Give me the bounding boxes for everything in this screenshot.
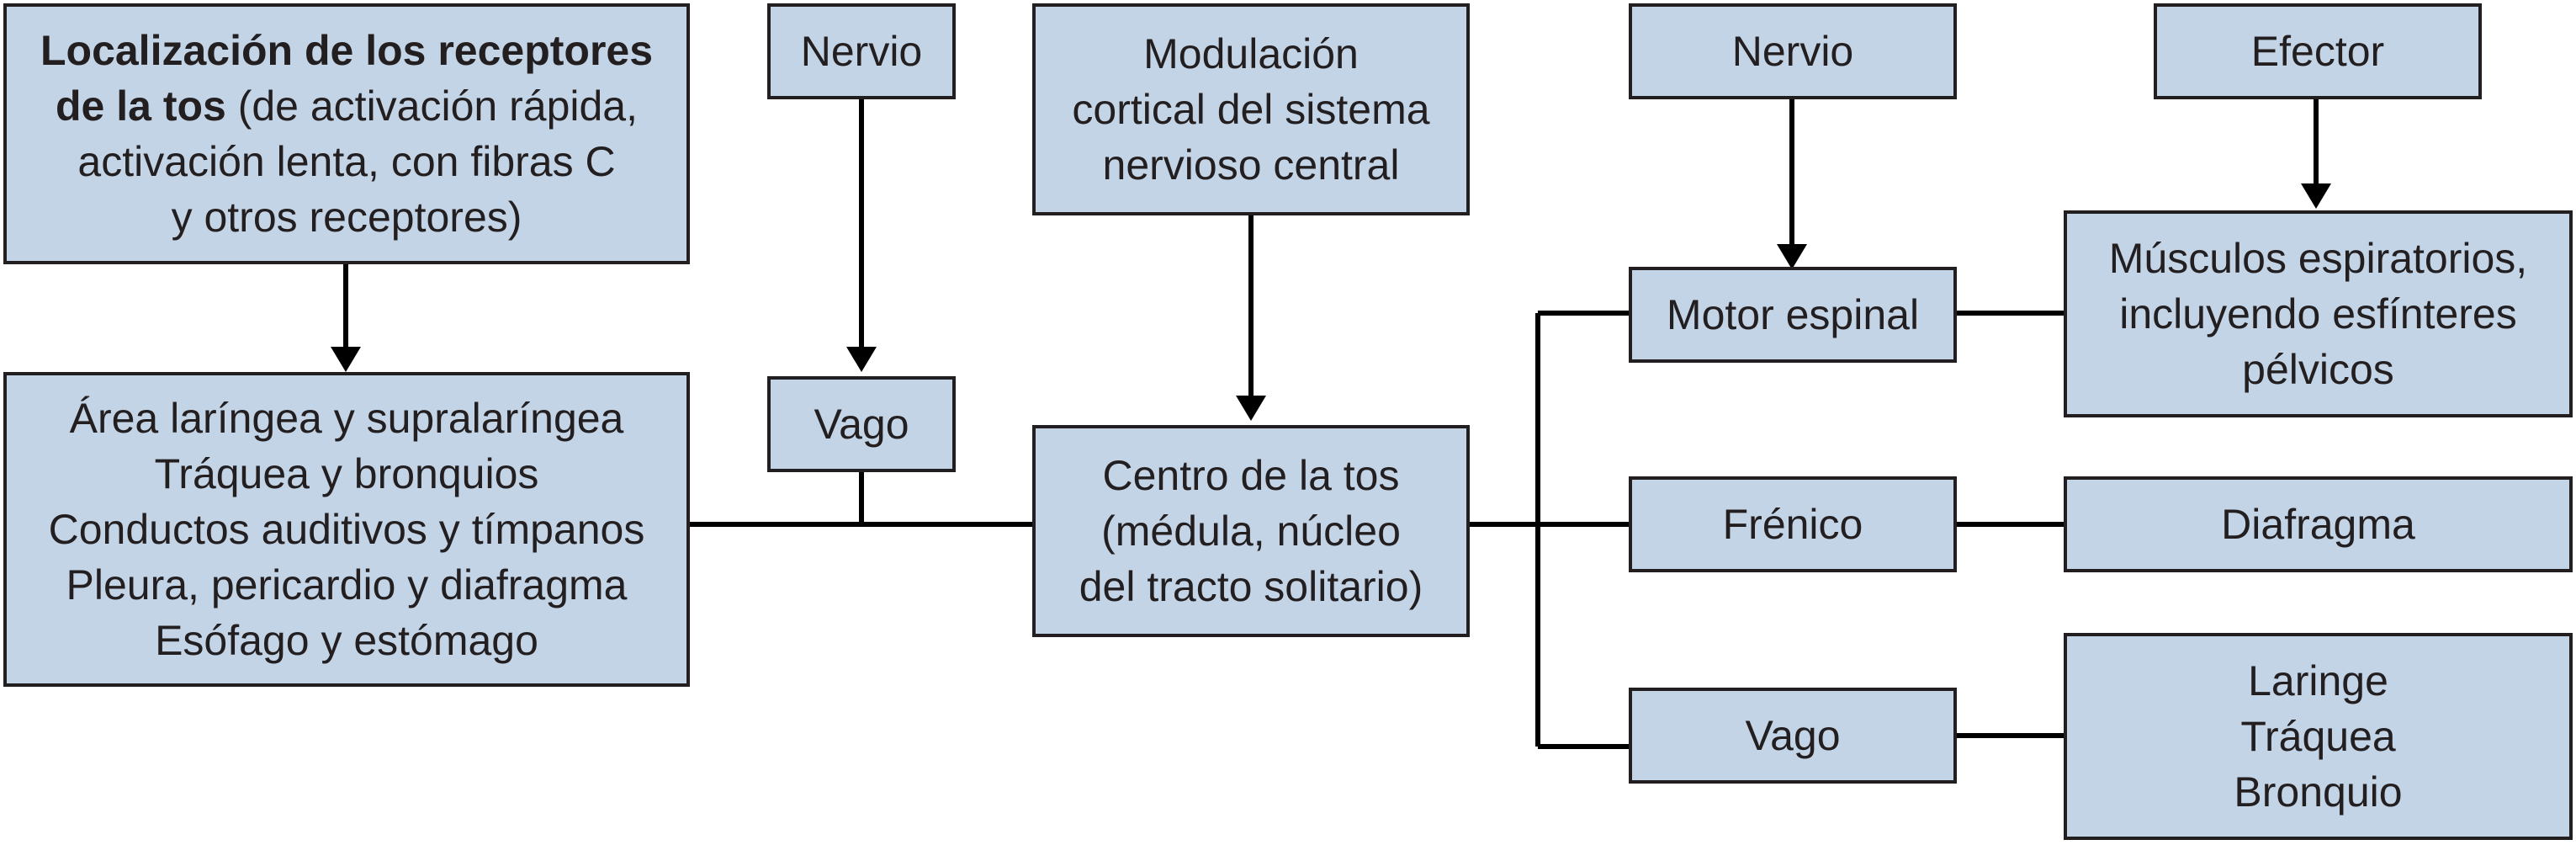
- center-line: Centro de la tos: [1102, 452, 1400, 499]
- effector-header-label: Efector: [2250, 28, 2385, 75]
- modulation-line: Modulación: [1143, 30, 1359, 77]
- center-line: del tracto solitario): [1079, 563, 1423, 610]
- receptors-line2-bold: de la tos: [55, 82, 226, 130]
- modulation-line: cortical del sistema: [1072, 86, 1430, 133]
- diaphragm-box: Diafragma: [2064, 476, 2573, 572]
- effector-line: pélvicos: [2242, 346, 2394, 393]
- effector-line: Diafragma: [2221, 501, 2415, 548]
- arrowhead: [2301, 183, 2331, 209]
- efferent-nerve-label: Frénico: [1722, 501, 1863, 548]
- effector-line: incluyendo esfínteres: [2119, 290, 2517, 337]
- effector-line: Músculos espiratorios,: [2108, 235, 2528, 282]
- receptors-line2: de la tos (de activación rápida,: [56, 78, 638, 134]
- arrowhead: [846, 347, 877, 372]
- afferent-vago-label: Vago: [814, 401, 909, 448]
- modulation-line: nervioso central: [1102, 141, 1400, 189]
- afferent-vago-box: Vago: [767, 376, 956, 472]
- arrowhead: [331, 347, 361, 372]
- receptors-line4: y otros receptores): [171, 194, 522, 241]
- arrowhead: [1236, 396, 1266, 421]
- cough-center-box: Centro de la tos (médula, núcleo del tra…: [1032, 425, 1470, 637]
- efferent-nerve-label: Vago: [1745, 712, 1841, 759]
- efferent-nerve-header-label: Nervio: [1731, 28, 1854, 75]
- center-line: (médula, núcleo: [1101, 508, 1401, 555]
- receptors-title: Localización de los receptores: [40, 27, 654, 74]
- expiratory-muscles-box: Músculos espiratorios, incluyendo esfínt…: [2064, 210, 2573, 417]
- motor-espinal-box: Motor espinal: [1629, 267, 1957, 363]
- receptors-line3: activación lenta, con fibras C: [77, 138, 616, 185]
- area-item: Área laríngea y supralaríngea: [69, 395, 624, 442]
- receptors-line2-rest: (de activación rápida,: [225, 82, 638, 130]
- efferent-nerve-header: Nervio: [1629, 3, 1957, 99]
- arrowhead: [1777, 244, 1807, 269]
- afferent-nerve-header-label: Nervio: [800, 28, 923, 75]
- receptors-box: Localización de los receptores de la tos…: [3, 3, 690, 264]
- efferent-vago-box: Vago: [1629, 688, 1957, 784]
- area-item: Pleura, pericardio y diafragma: [66, 561, 628, 609]
- area-item: Tráquea y bronquios: [154, 450, 539, 497]
- area-item: Esófago y estómago: [155, 617, 538, 664]
- effector-header: Efector: [2154, 3, 2482, 99]
- afferent-nerve-header: Nervio: [767, 3, 956, 99]
- effector-line: Bronquio: [2234, 768, 2403, 816]
- efferent-nerve-label: Motor espinal: [1666, 291, 1920, 338]
- receptor-areas-box: Área laríngea y supralaríngea Tráquea y …: [3, 372, 690, 687]
- cortical-modulation-box: Modulación cortical del sistema nervioso…: [1032, 3, 1470, 215]
- effector-line: Tráquea: [2240, 713, 2396, 760]
- area-item: Conductos auditivos y tímpanos: [48, 506, 645, 553]
- airway-box: Laringe Tráquea Bronquio: [2064, 633, 2573, 840]
- frenico-box: Frénico: [1629, 476, 1957, 572]
- effector-line: Laringe: [2248, 657, 2388, 704]
